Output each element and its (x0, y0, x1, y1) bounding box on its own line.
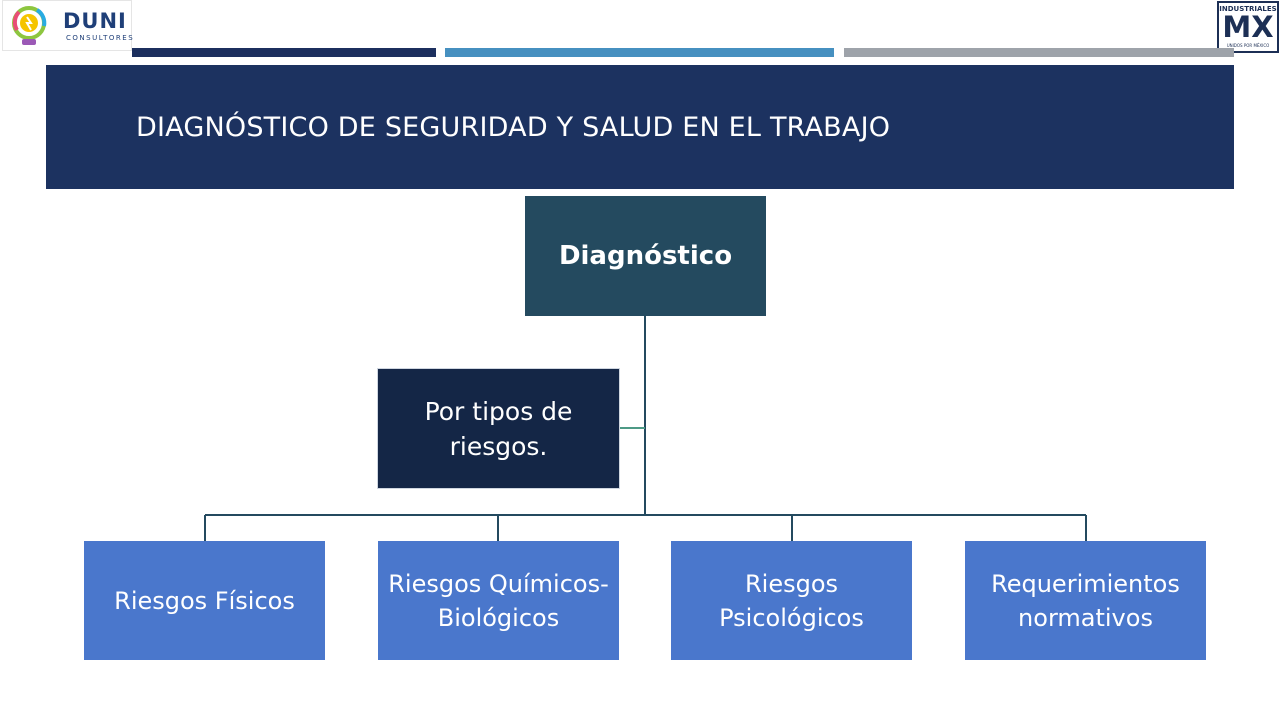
diagram-child-node-1: Riesgos Físicos (84, 541, 325, 660)
lightbulb-icon (12, 6, 47, 45)
child-node-3-label: Riesgos Psicológicos (719, 569, 864, 632)
diagram-assistant-node: Por tipos de riesgos. (377, 368, 620, 489)
accent-bar-blue (445, 48, 834, 57)
accent-bar-navy (132, 48, 436, 57)
slide-title: DIAGNÓSTICO DE SEGURIDAD Y SALUD EN EL T… (136, 112, 891, 143)
duni-brand-text: DUNI (63, 9, 127, 33)
duni-logo: DUNI CONSULTORES (2, 0, 135, 51)
duni-subtitle-text: CONSULTORES (66, 34, 135, 42)
diagram-child-node-4: Requerimientos normativos (965, 541, 1206, 660)
assistant-node-label: Por tipos de riesgos. (424, 396, 573, 461)
title-band: DIAGNÓSTICO DE SEGURIDAD Y SALUD EN EL T… (46, 65, 1234, 189)
child-node-1-label: Riesgos Físicos (114, 586, 295, 615)
child-node-4-label: Requerimientos normativos (991, 569, 1180, 632)
diagram-root-node: Diagnóstico (525, 196, 766, 316)
child-node-2-label: Riesgos Químicos-Biológicos (388, 569, 609, 632)
diagram-child-node-3: Riesgos Psicológicos (671, 541, 912, 660)
diagram-child-node-2: Riesgos Químicos-Biológicos (378, 541, 619, 660)
industriales-mx-logo: INDUSTRIALES MX UNIDOS POR MÉXICO (1217, 1, 1279, 53)
logo-mid-text: MX (1222, 10, 1274, 44)
logo-bottom-text: UNIDOS POR MÉXICO (1226, 43, 1270, 48)
accent-bar-gray (844, 48, 1234, 57)
root-node-label: Diagnóstico (558, 241, 733, 271)
logo-top-text: INDUSTRIALES (1219, 5, 1277, 13)
